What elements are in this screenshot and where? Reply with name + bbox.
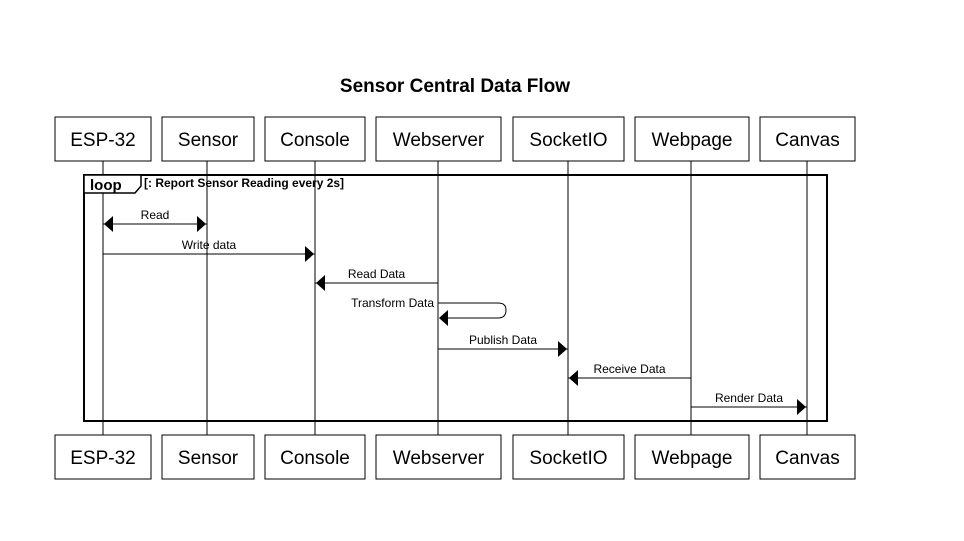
participant-label-esp32-bottom: ESP-32 [70,448,135,469]
participant-box-esp32-top [54,116,152,162]
participant-label-sensor-top: Sensor [178,130,239,151]
loop-condition: [: Report Sensor Reading every 2s] [144,176,344,190]
participant-box-console-bottom [264,434,366,480]
participant-label-esp32-top: ESP-32 [70,130,135,151]
participant-box-sensor-top [161,116,255,162]
message-arrowhead-2 [305,246,314,262]
message-arrowhead-back-1 [104,216,113,232]
participant-label-webserver-top: Webserver [393,130,485,151]
message-arrow-4 [438,302,507,319]
participant-box-webpage-top [634,116,750,162]
participant-box-console-top [264,116,366,162]
participant-label-canvas-top: Canvas [775,130,839,151]
message-arrowhead-5 [558,341,567,357]
message-label-1: Read [141,208,170,222]
participant-label-webpage-top: Webpage [652,130,733,151]
participant-label-webserver-bottom: Webserver [393,448,485,469]
participant-label-console-bottom: Console [280,448,350,469]
participant-box-webpage-bottom [634,434,750,480]
participant-label-socketio-top: SocketIO [529,130,607,151]
message-label-5: Publish Data [469,333,537,347]
lifelines [102,161,808,435]
participant-box-socketio-top [512,116,625,162]
message-label-6: Receive Data [593,362,665,376]
loop-frame [83,174,828,422]
message-arrowhead-1 [197,216,206,232]
diagram-title: Sensor Central Data Flow [340,76,570,97]
message-label-2: Write data [182,238,237,252]
participant-box-canvas-top [759,116,856,162]
participant-boxes: ESP-32ESP-32SensorSensorConsoleConsoleWe… [54,116,856,480]
message-label-3: Read Data [348,267,406,281]
participant-label-console-top: Console [280,130,350,151]
participant-box-sensor-bottom [161,434,255,480]
loop-tag-frame [83,174,142,194]
participant-label-sensor-bottom: Sensor [178,448,239,469]
message-arrowhead-7 [797,399,806,415]
message-label-4: Transform Data [351,296,434,310]
message-arrowhead-4 [439,310,448,326]
message-arrowhead-3 [316,275,325,291]
participant-box-webserver-top [375,116,502,162]
participant-label-socketio-bottom: SocketIO [529,448,607,469]
participant-label-canvas-bottom: Canvas [775,448,839,469]
participant-box-webserver-bottom [375,434,502,480]
loop-fragment: loop [: Report Sensor Reading every 2s] [83,174,828,422]
message-arrowhead-6 [569,370,578,386]
participant-box-canvas-bottom [759,434,856,480]
message-label-7: Render Data [715,391,783,405]
participant-box-socketio-bottom [512,434,625,480]
participant-label-webpage-bottom: Webpage [652,448,733,469]
participant-box-esp32-bottom [54,434,152,480]
loop-keyword: loop [90,177,122,194]
